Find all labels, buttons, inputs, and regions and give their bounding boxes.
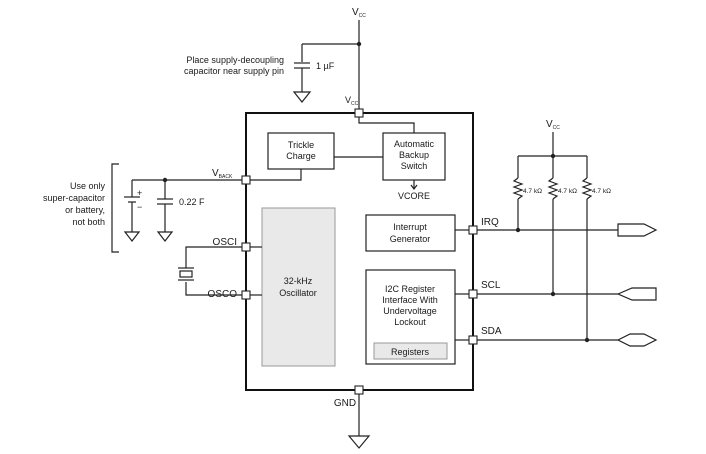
vcore-arrow <box>410 184 418 190</box>
vcore-label: VCORE <box>398 191 430 201</box>
vcc-chip-label: VCC <box>345 95 359 107</box>
vback-pin <box>241 175 251 185</box>
scl-label: SCL <box>481 280 501 291</box>
backup-note-4: not both <box>72 217 105 227</box>
vcc-internal-wire <box>358 117 415 133</box>
oscillator-block <box>261 207 336 367</box>
ground-symbol-battery <box>123 231 141 242</box>
int-label-1: Interrupt <box>393 222 427 232</box>
interrupt-generator-block <box>365 214 456 252</box>
sda-label: SDA <box>481 326 502 337</box>
gnd-label: GND <box>334 398 356 409</box>
ground-symbol-supercap <box>156 231 174 242</box>
cap-022f-label: 0.22 F <box>179 197 205 207</box>
resistor-2 <box>547 177 559 200</box>
gnd-pin <box>354 385 364 395</box>
resistor-3 <box>581 177 593 200</box>
osci-pin <box>241 242 251 252</box>
osco-pin <box>241 290 251 300</box>
backup-note-1: Use only <box>70 181 106 191</box>
vcc-top-label: VCC <box>352 7 366 19</box>
battery-plus: + <box>137 188 142 198</box>
crystal-body <box>179 270 193 278</box>
cap-1uf-label: 1 µF <box>316 61 335 71</box>
registers-label: Registers <box>391 347 430 357</box>
resistor-3-label: 4.7 kΩ <box>592 188 611 195</box>
trickle-label-1: Trickle <box>288 140 314 150</box>
resistor-1-label: 4.7 kΩ <box>523 188 542 195</box>
trickle-label-2: Charge <box>286 151 316 161</box>
resistor-1 <box>512 177 524 200</box>
crystal-wire-top <box>185 246 242 268</box>
int-label-2: Generator <box>390 234 431 244</box>
battery-minus: − <box>137 202 142 212</box>
irq-label: IRQ <box>481 217 499 228</box>
abs-label-1: Automatic <box>394 139 435 149</box>
oscillator-label-1: 32-kHz <box>284 276 313 286</box>
sda-pin <box>468 335 478 345</box>
registers-block <box>373 342 448 360</box>
scl-input-connector <box>616 287 657 301</box>
irq-output-connector <box>617 223 658 237</box>
abs-label-3: Switch <box>401 161 428 171</box>
oscillator-label-2: Oscillator <box>279 288 317 298</box>
i2c-label-2: Interface With <box>382 295 438 305</box>
vcc-right-label: VCC <box>546 119 560 131</box>
osci-label: OSCI <box>213 237 237 248</box>
abs-label-2: Backup <box>399 150 429 160</box>
i2c-label-3: Undervoltage <box>383 306 437 316</box>
trickle-charge-block <box>267 132 335 170</box>
vcc-pin <box>354 108 364 118</box>
vback-to-trickle-wire <box>250 169 302 181</box>
decoupling-note-2: capacitor near supply pin <box>184 66 284 76</box>
i2c-label-4: Lockout <box>394 317 426 327</box>
backup-note-3: or battery, <box>65 205 105 215</box>
sda-bidir-connector <box>616 333 658 347</box>
ground-symbol-main <box>347 435 371 449</box>
backup-note-2: super-capacitor <box>43 193 105 203</box>
backup-bracket <box>111 163 119 253</box>
decoupling-note-1: Place supply-decoupling <box>186 55 284 65</box>
scl-pin <box>468 289 478 299</box>
irq-pin <box>468 225 478 235</box>
crystal-wire-bottom <box>185 282 242 296</box>
resistor-2-label: 4.7 kΩ <box>558 188 577 195</box>
i2c-label-1: I2C Register <box>385 284 435 294</box>
ground-symbol-decoupling <box>292 91 312 103</box>
vback-label: VBACK <box>212 168 233 180</box>
